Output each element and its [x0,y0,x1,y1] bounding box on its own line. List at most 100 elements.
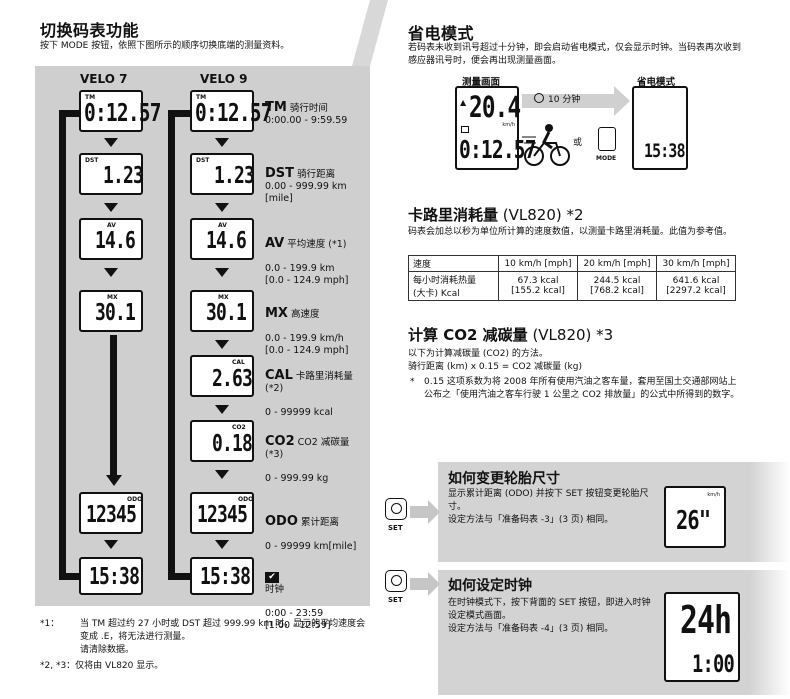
lcd-value: 26" [676,506,711,536]
lcd-value: 24h [680,598,732,642]
loop-line [168,573,190,580]
clock-timer-icon [534,93,544,103]
lcd-value: 14.6 [206,228,247,254]
section-title-clock: 如何设定时钟 [448,578,532,594]
func-key: CO2 [265,434,295,449]
section-title-switch: 切换码表功能 [40,21,140,40]
tag-dst: DST [85,157,99,164]
tire-panel-fade [750,462,790,562]
or-label: 或 [573,138,583,148]
flow-arrow [215,540,229,549]
tag-tm: TM [196,94,207,101]
lcd-value: 0.18 [212,431,253,457]
lcd-value: 0:12.57 [459,135,537,164]
func-name: 累计距离 [300,517,339,528]
unit-label: km/h [707,492,720,498]
clock-arrow [410,572,440,596]
co2-line1: 以下为计算减碳量 (CO2) 的方法。 [408,349,548,359]
lcd-clock-set: 24h 1:00 [664,592,740,682]
func-range: 0.0 - 199.9 km [0.0 - 124.9 mph] [265,263,349,286]
func-range: 0 - 99999 kcal [265,407,333,418]
lcd-tm-v7: TM 0:12.57 [79,90,162,132]
lcd-av-v7: AV 14.6 [79,218,143,260]
func-key: AV [265,236,285,251]
flow-arrow [104,203,118,212]
loop-line [59,110,79,117]
lcd-value: 30.1 [206,300,247,326]
section-title-power: 省电模式 [408,24,475,43]
lcd-value: 2.63 [212,366,253,392]
intro-text: 按下 MODE 按钮，依照下图所示的顺序切换底端的测量资料。 [40,41,290,51]
lcd-dst-v9: DST 1.23 [190,153,255,195]
func-clock: ✔ 时钟 0:00 - 23:59 [1:00 - 12:59] [265,560,370,632]
flow-arrow [215,203,229,212]
func-range: 0:00.00 - 9:59.59 [265,115,348,126]
lcd-value: 1.23 [103,163,144,189]
up-triangle-icon: ▲ [460,98,467,107]
tag-av: AV [218,222,227,229]
tag-dst: DST [196,157,210,164]
calorie-text: 码表会加总以秒为单位所计算的速度数值，以测量卡路里消耗量。此值为参考值。 [408,227,733,237]
lcd-odo-v9: ODO 12345 [190,492,254,534]
skip-arrow-head [106,475,122,486]
flow-arrow [215,138,229,147]
section-title-co2: 计算 CO2 减碳量 (VL820) *3 [408,324,613,345]
tag-mx: MX [218,294,229,301]
lcd-value: 14.6 [95,228,136,254]
flow-arrow [104,268,118,277]
clock-text: 在时钟模式下，按下背面的 SET 按钮，即进入时钟设定模式画面。 设定方法与「准… [448,598,651,634]
flow-arrow [215,470,229,479]
table-cell: 244.5 kcal [768.2 kcal] [577,271,657,301]
section-title-calorie: 卡路里消耗量 (VL820) *2 [408,204,584,225]
func-key: MX [265,306,288,321]
table-header: 30 km/h [mph] [656,255,736,272]
ten-min-label: 10 分钟 [548,95,581,105]
lcd-value: 15:38 [200,564,251,590]
func-key: TM [265,100,287,115]
clock-panel-fade [750,570,790,695]
mode-label: MODE [596,155,617,162]
lock-icon [461,126,469,133]
section-title-tire: 如何变更轮胎尺寸 [448,471,560,487]
lcd-value: 15:38 [644,140,686,162]
lcd-cal-v9: CAL 2.63 [190,355,254,397]
func-name: 骑行距离 [297,169,336,180]
func-mx: MX 高速度 0.0 - 199.9 km/h [0.0 - 124.9 mph… [265,296,370,357]
func-av: AV 平均速度 (*1) 0.0 - 199.9 km [0.0 - 124.9… [265,226,370,287]
lcd-mx-v9: MX 30.1 [190,290,254,332]
func-range: 0 - 99999 km[mile] [265,541,357,552]
func-name: 卡路里消耗量 (*2) [265,371,353,394]
loop-line [59,110,66,580]
lcd-value: 1:00 [692,650,735,678]
func-range: 0:00 - 23:59 [1:00 - 12:59] [265,608,331,631]
calorie-title: 卡路里消耗量 [408,206,499,224]
tire-text: 显示累计距离 (ODO) 并按下 SET 按钮变更轮胎尺寸。 设定方法与「准备码… [448,489,649,525]
co2-title: 计算 CO2 减碳量 [408,326,528,344]
calorie-model: (VL820) *2 [502,206,584,224]
table-header: 20 km/h [mph] [577,255,657,272]
func-name: CO2 减碳量 (*3) [265,437,350,460]
flow-arrow [215,268,229,277]
diagonal-decoration [352,0,388,66]
table-header: 10 km/h [mph] [498,255,578,272]
footnote-1-mark: *1： [40,619,60,629]
flow-arrow [215,405,229,414]
co2-note: 0.15 这项系数为将 2008 年所有使用汽油之客车量，套用至国土交通部网站上… [424,377,740,400]
func-dst: DST 骑行距离 0.00 - 999.99 km [mile] [265,167,370,205]
lcd-tm-v9: TM 0:12.57 [190,90,273,132]
tag-mx: MX [107,294,118,301]
func-range: 0 - 999.99 kg [265,473,329,484]
lcd-powersave: 15:38 [632,86,688,170]
lcd-value: 0:12.57 [84,98,162,127]
clock-icon: ✔ [265,572,279,583]
lcd-co2-v9: CO2 0.18 [190,420,254,462]
lcd-value: 30.1 [95,300,136,326]
unit-label: km/h [502,122,515,128]
func-name: 高速度 [291,309,320,320]
lcd-odo-v7: ODO 12345 [79,492,143,534]
lcd-clock-v7: 15:38 [79,557,143,595]
cyclist-icon [522,124,570,166]
lcd-tire: km/h 26" [664,486,726,548]
lcd-clock-v9: 15:38 [190,557,254,595]
lcd-value: 0:12.57 [195,98,273,127]
